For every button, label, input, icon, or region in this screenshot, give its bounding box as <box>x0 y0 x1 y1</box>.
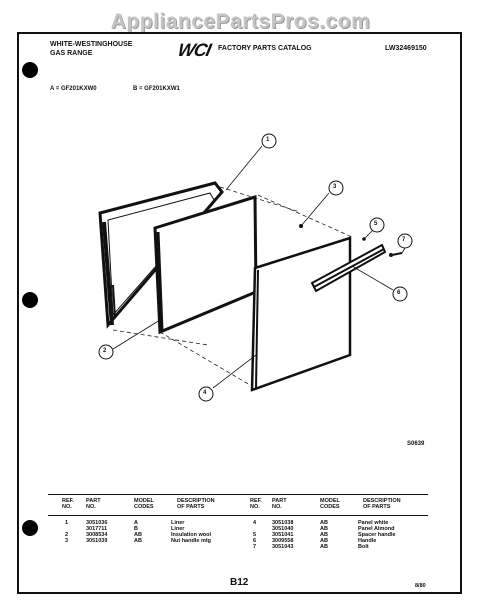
table-cell-model: AB <box>134 538 142 544</box>
handle <box>310 243 387 293</box>
header-of-parts: OF PARTS <box>363 504 391 510</box>
table-cell-part: 3051043 <box>272 544 294 550</box>
table-cell-model: AB <box>320 532 328 538</box>
brand-line-2: GAS RANGE <box>50 50 93 57</box>
outer-panel <box>250 236 352 392</box>
header-model: MODEL <box>134 498 154 504</box>
table-cell-ref: 7 <box>253 544 257 550</box>
table-cell-model: AB <box>134 532 142 538</box>
brand-line-1: WHITE-WESTINGHOUSE <box>50 41 133 48</box>
catalog-page-frame <box>17 32 462 594</box>
table-top-rule <box>48 494 428 495</box>
callout-label-5: 5 <box>374 221 378 227</box>
callout-label-4: 4 <box>203 390 207 396</box>
callout-circle-5 <box>369 217 385 233</box>
bolt-part <box>389 252 403 257</box>
table-cell-description: Panel Almond <box>358 526 395 532</box>
table-cell-part: 3051040 <box>272 526 294 532</box>
header-description: DESCRIPTION <box>363 498 401 504</box>
table-cell-part: 3051036 <box>86 520 108 526</box>
header-part: PART <box>272 498 287 504</box>
model-b: B = GF201KXW1 <box>133 86 180 92</box>
header-part-no: NO. <box>272 504 282 510</box>
table-cell-ref: 6 <box>253 538 257 544</box>
table-cell-model: AB <box>320 526 328 532</box>
table-cell-model: AB <box>320 538 328 544</box>
callout-label-7: 7 <box>402 237 406 243</box>
binder-hole-top <box>22 62 38 78</box>
table-cell-part: 3017711 <box>86 526 108 532</box>
table-cell-part: 3051038 <box>272 520 294 526</box>
page-label: B12 <box>230 577 249 588</box>
header-ref-no: NO. <box>62 504 72 510</box>
table-cell-model: AB <box>320 544 328 550</box>
table-cell-description: Nut handle mtg <box>171 538 212 544</box>
callout-circle-4 <box>198 386 214 402</box>
table-cell-ref: 4 <box>253 520 257 526</box>
callout-circle-7 <box>397 233 413 249</box>
table-cell-description: Handle <box>358 538 377 544</box>
catalog-title: FACTORY PARTS CATALOG <box>218 45 312 52</box>
model-a: A = GF201KXW0 <box>50 86 97 92</box>
table-cell-part: 3008534 <box>86 532 108 538</box>
table-cell-description: Panel white <box>358 520 389 526</box>
footer-code: 8/80 <box>415 583 426 589</box>
table-cell-part: 3051041 <box>272 532 294 538</box>
header-codes: CODES <box>320 504 340 510</box>
callout-circle-2 <box>98 344 114 360</box>
callout-label-6: 6 <box>397 290 401 296</box>
table-cell-ref: 1 <box>65 520 69 526</box>
table-cell-description: Liner <box>171 520 185 526</box>
catalog-number: LW32469150 <box>385 45 427 52</box>
table-cell-ref: 3 <box>65 538 69 544</box>
table-cell-part: 3009558 <box>272 538 294 544</box>
table-cell-model: A <box>134 520 138 526</box>
table-cell-description: Spacer handle <box>358 532 396 538</box>
callout-label-3: 3 <box>333 184 337 190</box>
table-cell-description: Insulation wool <box>171 532 212 538</box>
table-cell-description: Bolt <box>358 544 369 550</box>
figure-code: S0639 <box>407 441 425 447</box>
table-cell-model: B <box>134 526 138 532</box>
callout-label-1: 1 <box>266 137 270 143</box>
table-cell-part: 3051039 <box>86 538 108 544</box>
table-header-rule <box>48 515 428 516</box>
header-of-parts: OF PARTS <box>177 504 205 510</box>
header-model: MODEL <box>320 498 340 504</box>
header-ref-no: NO. <box>250 504 260 510</box>
header-codes: CODES <box>134 504 154 510</box>
header-part: PART <box>86 498 101 504</box>
callout-circle-6 <box>392 286 408 302</box>
table-cell-ref: 5 <box>253 532 257 538</box>
callout-circle-3 <box>328 180 344 196</box>
header-description: DESCRIPTION <box>177 498 215 504</box>
table-cell-description: Liner <box>171 526 185 532</box>
callout-label-2: 2 <box>103 348 107 354</box>
header-ref: REF. <box>250 498 262 504</box>
binder-hole-bottom <box>22 520 38 536</box>
header-ref: REF. <box>62 498 74 504</box>
table-cell-ref: 2 <box>65 532 69 538</box>
binder-hole-middle <box>22 292 38 308</box>
header-part-no: NO. <box>86 504 96 510</box>
watermark: AppliancePartsPros.com <box>110 10 371 33</box>
callout-circle-1 <box>261 133 277 149</box>
table-cell-model: AB <box>320 520 328 526</box>
